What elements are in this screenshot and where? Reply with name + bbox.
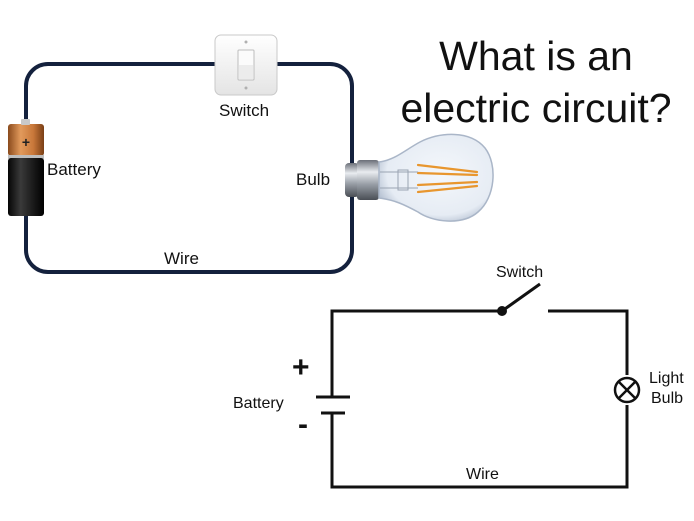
label-battery-schematic: Battery <box>233 395 284 412</box>
bulb-illustration <box>345 133 494 222</box>
switch-lever <box>501 282 541 313</box>
battery-minus-label: - <box>298 408 308 441</box>
label-bulb-illustration: Bulb <box>296 170 331 189</box>
battery-illustration: + <box>8 119 44 216</box>
battery-plus-sign: + <box>22 134 30 150</box>
title-line-2: electric circuit? <box>400 85 672 131</box>
schematic-wire-top-left <box>330 309 502 397</box>
title-line-1: What is an <box>439 33 633 79</box>
schematic-wire-bottom <box>330 405 629 489</box>
label-switch-schematic: Switch <box>496 264 544 281</box>
switch-illustration <box>214 34 278 96</box>
schematic-circuit <box>316 282 641 489</box>
label-bulb-schematic-line2: Bulb <box>651 390 684 407</box>
battery-plus-label: + <box>292 351 310 384</box>
label-wire-illustration: Wire <box>164 249 199 268</box>
switch-pivot <box>497 306 507 316</box>
bulb-symbol <box>613 376 641 404</box>
label-battery-illustration: Battery <box>47 160 101 179</box>
label-switch-illustration: Switch <box>219 101 270 120</box>
label-bulb-schematic-line1: Light <box>649 370 684 387</box>
page-title: What is an electric circuit? <box>385 30 687 134</box>
label-wire-schematic: Wire <box>466 466 499 483</box>
schematic-wire-top-right <box>548 309 629 375</box>
